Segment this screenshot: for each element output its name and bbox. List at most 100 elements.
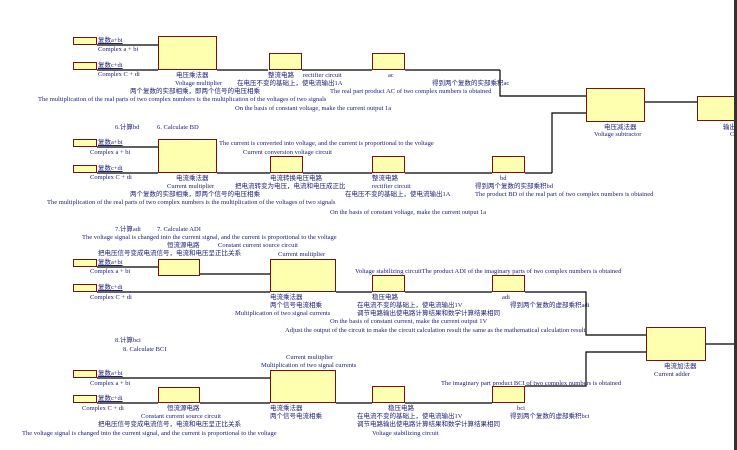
wire: [551, 112, 586, 173]
input-a-bi-block[interactable]: [73, 139, 97, 147]
input-c-di-block[interactable]: [73, 62, 97, 70]
current-multiplier-top-en: Current multiplier: [286, 354, 334, 361]
input-c-di-block[interactable]: [73, 165, 97, 173]
input-a-bi-block[interactable]: [73, 370, 97, 378]
current-adder-block[interactable]: [646, 327, 706, 361]
vs-adjust-cn: 调节电路输出使电路计算结果和数学计算结果相同: [357, 310, 500, 317]
vs-label-cn: 稳压电路: [388, 405, 414, 412]
rectifier-label-en: rectifier circuit: [372, 183, 411, 190]
current-multiplier-label-cn: 电流乘法器: [270, 294, 303, 301]
input-c-di-label-cn: 复数c+di: [98, 395, 123, 402]
voltage-subtractor-block[interactable]: [586, 88, 645, 122]
current-to-voltage-block[interactable]: [270, 156, 303, 173]
adder-label-cn: 电流加法器: [664, 363, 697, 370]
current-multiplier-top-en: Current multiplier: [278, 251, 326, 258]
input-c-di-label-en: Complex C + di: [90, 294, 132, 301]
output-bci-desc-cn: 得到两个复数的虚部乘积bci: [510, 413, 590, 420]
current-multiplier-desc-cn: 两个信号电流相乘: [270, 413, 322, 420]
conversion-desc-cn: 把电流转变为电压，电流和电压成正比: [235, 183, 346, 190]
output-adi-block[interactable]: [492, 275, 525, 292]
input-a-bi-label-en: Complex a + bi: [90, 380, 131, 387]
voltage-multiplier-ac-block[interactable]: [158, 36, 217, 70]
conversion-top-en: The current is converted into voltage, a…: [219, 140, 434, 147]
vi-desc-en: The voltage signal is changed into the c…: [82, 234, 337, 241]
current-multiplier-bci-block[interactable]: [270, 370, 336, 403]
window-edge-scrollbar[interactable]: [734, 0, 737, 450]
input-c-di-label-cn: 复数c+di: [98, 62, 123, 69]
vs-desc-cn: 在电流不变的基础上，使电流输出1V: [357, 302, 463, 309]
input-a-bi-label-en: Complex a + bi: [90, 268, 131, 275]
conversion-label-cn: 电流转换电压电路: [270, 175, 322, 182]
output-bd-block[interactable]: [492, 156, 525, 173]
input-a-bi-label-en: Complex a + bi: [98, 46, 139, 53]
current-multiplier-label-cn: 电流乘法器: [176, 175, 209, 182]
current-multiplier-label-cn: 电流乘法器: [270, 405, 303, 412]
input-a-bi-label-cn: 复数a+bi: [98, 259, 123, 266]
output-ac-block[interactable]: [372, 53, 405, 70]
voltage-stabilizer-bci-block[interactable]: [372, 386, 405, 403]
wire: [499, 70, 586, 97]
voltage-multiplier-label-cn: 电压乘法器: [176, 72, 209, 79]
section-bci-title-en: 8. Calculate BCI: [123, 346, 167, 353]
output-bd-desc-cn: 得到两个复数的实部乘积bd: [475, 183, 553, 190]
current-multiplier-top-en2: Multiplication of two signal currents: [261, 362, 357, 369]
input-a-bi-block[interactable]: [73, 37, 97, 45]
vi-desc-en: The voltage signal is changed into the c…: [22, 430, 277, 437]
current-multiplier-bd-block[interactable]: [158, 139, 217, 173]
rectifier-desc-cn: 在电压不变的基础上，使电流输出1A: [237, 80, 343, 87]
vs-adjust-en: Adjust the output of the circuit to make…: [285, 327, 586, 334]
section-bci-title-cn: 8.计算bci: [115, 337, 141, 344]
current-multiplier-adi-block[interactable]: [270, 259, 336, 292]
output-block[interactable]: [697, 96, 737, 121]
wire: [525, 351, 646, 387]
output-block-label-cn: 输出: [723, 124, 736, 131]
rectifier-ac-block[interactable]: [269, 53, 302, 70]
adder-label-en: Current adder: [654, 371, 690, 378]
input-a-bi-label-cn: 复数a+bi: [98, 139, 123, 146]
voltage-stabilizer-adi-block[interactable]: [372, 275, 405, 292]
multiplier-desc-cn: 两个复数的实部相乘，即两个信号的电压相乘: [130, 191, 260, 198]
vs-desc-en: On the basis of constant current, make t…: [330, 318, 488, 325]
rectifier-label-cn: 整流电路: [372, 175, 398, 182]
section-adi-title-en: 7. Calculate ADI: [157, 226, 201, 233]
rectifier-bd-block[interactable]: [372, 156, 405, 173]
input-c-di-label-en: Complex C + di: [82, 405, 124, 412]
input-c-di-block[interactable]: [73, 284, 97, 292]
output-ac-desc-cn: 得到两个复数的实部乘积ac: [432, 80, 510, 87]
input-c-di-block[interactable]: [73, 395, 97, 403]
constant-current-source-block[interactable]: [158, 387, 200, 403]
input-c-di-label-en: Complex C + di: [90, 174, 132, 181]
output-bd-label: bd: [500, 175, 507, 182]
output-bd-desc-en: The product BD of the real part of two c…: [475, 191, 654, 198]
rectifier-label-cn: 整流电路: [268, 72, 294, 79]
vs-label-en: Voltage stabilizing circuit: [372, 430, 439, 437]
subtractor-label-cn: 电压减法器: [604, 124, 637, 131]
input-a-bi-label-cn: 复数a+bi: [98, 37, 123, 44]
rectifier-desc-en: On the basis of constant voltage, make t…: [235, 105, 392, 112]
input-a-bi-block[interactable]: [73, 259, 97, 267]
input-a-bi-label-en: Complex a + bi: [90, 149, 131, 156]
output-bci-block[interactable]: [492, 386, 525, 403]
multiplier-desc-en: The multiplication of the real parts of …: [38, 96, 327, 103]
output-bci-desc-en: The imaginary part product BCI of two co…: [441, 380, 622, 387]
ccs-label-en: Constant current source circuit: [141, 413, 221, 420]
constant-current-source-block[interactable]: [158, 259, 200, 276]
subtractor-label-en: Voltage subtractor: [594, 131, 642, 138]
voltage-multiplier-label-en: Voltage multiplier: [175, 80, 222, 87]
rectifier-desc-cn: 在电压不变的基础上，使电流输出1A: [345, 191, 451, 198]
input-a-bi-label-cn: 复数a+bi: [98, 370, 123, 377]
vs-output-en: Voltage stabilizing circuitThe product A…: [355, 268, 622, 275]
rectifier-label-en: rectifier circuit: [303, 72, 342, 79]
vs-desc-cn: 在电流不变的基础上，使电流输出1V: [357, 413, 463, 420]
wire: [525, 291, 646, 336]
ccs-label-cn: 恒流源电路: [167, 242, 200, 249]
input-c-di-label-en: Complex C + di: [98, 71, 140, 78]
current-multiplier-desc-en: Multiplication of two signal currents: [235, 310, 331, 317]
vs-label-cn: 稳压电路: [372, 294, 398, 301]
input-c-di-label-cn: 复数c+di: [98, 165, 123, 172]
input-c-di-label-cn: 复数c+di: [98, 284, 123, 291]
output-adi-desc-cn: 得到两个复数的虚部乘积adi: [510, 302, 590, 309]
vs-adjust-cn: 调节电路输出使电路计算结果和数学计算结果相同: [357, 421, 500, 428]
